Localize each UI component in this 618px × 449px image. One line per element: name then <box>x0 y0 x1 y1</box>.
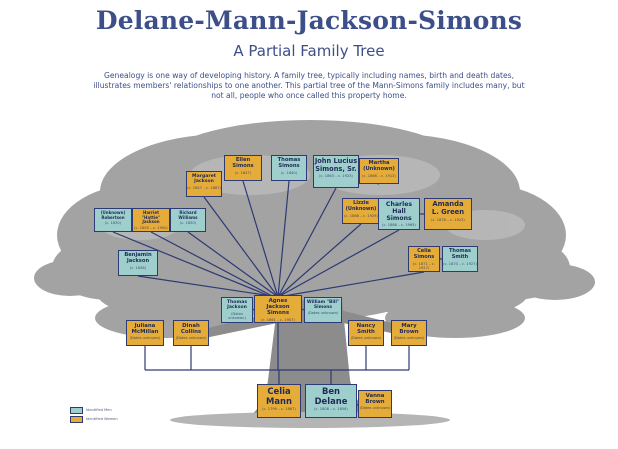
person-name: Richard Williams <box>178 210 198 220</box>
legend-swatch-women <box>70 416 83 423</box>
person-card-dinah: Dinah Collins(Dates unknown) <box>173 320 209 346</box>
legend-label-men: Identified Men <box>86 408 112 412</box>
legend-swatch-men <box>70 407 83 414</box>
person-name: Thomas Smith <box>449 248 471 260</box>
person-dates: (Dates unknown) <box>393 336 425 341</box>
person-dates: (Dates unknown) <box>175 336 207 341</box>
connector-margaret <box>203 196 279 298</box>
person-name: William "Bill" Simons <box>306 300 340 311</box>
person-dates: (c. 1848) <box>129 265 147 270</box>
person-dates: (c. 1861 – c. 1907) <box>261 317 295 322</box>
person-name: Ben Delane <box>314 386 348 406</box>
connector-line <box>301 308 305 311</box>
person-name: Juliana McMillan <box>131 323 159 336</box>
person-card-harriet: Harriet "Hattie" Jackson(c. 1855 – c. 19… <box>132 208 170 232</box>
person-dates: (c. 1878 – c. 1923) <box>431 217 465 222</box>
page-title: Delane-Mann-Jackson-Simons <box>95 6 523 35</box>
connector-lizzie <box>277 223 362 298</box>
connector-jls <box>277 187 337 298</box>
person-card-jls: John Lucius Simons, Sr.(c. 1863 – c. 192… <box>313 155 359 188</box>
person-dates: (c. 1871 – c. 1927) <box>412 261 435 270</box>
person-name: Celia Mann <box>266 386 292 406</box>
intro-paragraph: Genealogy is one way of developing histo… <box>93 71 525 101</box>
person-name: Nancy Smith <box>356 323 376 336</box>
person-card-vanna: Vanna Brown(Dates unknown) <box>358 390 392 418</box>
person-card-richard: Richard Williams(c. 1850) <box>170 208 206 232</box>
person-name: Ellen Simons <box>232 157 254 169</box>
person-card-mary: Mary Brown(Dates unknown) <box>391 320 427 346</box>
connector-harriet <box>150 231 275 298</box>
connector-ellen <box>242 180 279 298</box>
person-dates: (c. 1855 – c. 1900) <box>134 225 168 230</box>
person-dates: (Dates unknown) <box>307 311 339 316</box>
connector-charles <box>277 229 400 298</box>
person-card-cc: (Unknown) Robertson(c. 1830) <box>94 208 132 232</box>
person-dates: (c. 1847 – c. 1887) <box>187 185 221 190</box>
person-dates: (Dates unknown) <box>350 336 382 341</box>
person-card-agnes: Agnes Jackson Simons(c. 1861 – c. 1907) <box>254 295 302 323</box>
page-subtitle: A Partial Family Tree <box>233 42 385 60</box>
person-name: Harriet "Hattie" Jackson <box>141 210 161 225</box>
person-card-thomas-j: Thomas Jackson(Dates unknown) <box>221 297 253 323</box>
person-name: Dinah Collins <box>180 323 202 336</box>
person-card-ellen: Ellen Simons(c. 1847) <box>224 155 262 181</box>
person-name: Mary Brown <box>399 323 419 336</box>
person-card-william: William "Bill" Simons(Dates unknown) <box>304 297 342 323</box>
person-card-amanda: Amanda L. Green(c. 1878 – c. 1923) <box>424 198 472 230</box>
person-card-lizzie: Lizzie (Unknown)(c. 1868 – c. 1929) <box>342 198 380 224</box>
connector-celia_s <box>277 271 425 298</box>
person-name: Vanna Brown <box>365 393 385 406</box>
person-dates: (c. 1830) <box>104 221 122 226</box>
person-card-margaret: Margaret Jackson(c. 1847 – c. 1887) <box>186 171 222 197</box>
person-card-thomas: Thomas Simons(c. 1840) <box>271 155 307 181</box>
person-card-benjamin: Benjamin Jackson(c. 1848) <box>118 250 158 276</box>
connector-richard <box>187 231 279 298</box>
person-card-celia-s: Celia Simons(c. 1871 – c. 1927) <box>408 246 440 272</box>
person-name: Margaret Jackson <box>192 174 216 185</box>
person-dates: (Dates unknown) <box>228 311 246 320</box>
connector-benjamin <box>137 275 279 298</box>
person-name: Benjamin Jackson <box>124 252 152 264</box>
person-dates: (Dates unknown) <box>359 406 391 411</box>
person-name: Agnes Jackson Simons <box>266 298 290 317</box>
person-name: Celia Simons <box>413 248 435 260</box>
person-card-celia-m: Celia Mann(c. 1799 – c. 1867) <box>257 384 301 418</box>
person-name: Thomas Jackson <box>226 300 248 311</box>
person-name: Lizzie (Unknown) <box>345 200 377 212</box>
person-dates: (c. 1847) <box>234 170 252 175</box>
person-name: John Lucius Simons, Sr. <box>314 157 358 173</box>
person-name: Martha (Unknown) <box>363 160 395 172</box>
family-connectors <box>112 176 442 406</box>
person-dates: (c. 1799 – c. 1867) <box>262 407 296 412</box>
person-dates: (c. 1850) <box>179 221 197 226</box>
person-dates: (c. 1808 – c. 1856) <box>314 407 348 412</box>
person-card-ben: Ben Delane(c. 1808 – c. 1856) <box>305 384 357 418</box>
person-dates: (c. 1866 – c. 1913) <box>362 173 396 178</box>
person-card-thomas-smith: Thomas Smith(c. 1870 – c. 1927) <box>442 246 478 272</box>
person-card-nancy: Nancy Smith(Dates unknown) <box>348 320 384 346</box>
legend-label-women: Identified Women <box>86 417 118 421</box>
person-dates: (c. 1863 – c. 1923) <box>319 174 353 179</box>
person-card-juliana: Juliana McMillan(Dates unknown) <box>126 320 164 346</box>
connector-thomas <box>277 180 290 298</box>
person-dates: (Dates unknown) <box>129 336 161 341</box>
person-name: Charles Hall Simons <box>385 201 413 223</box>
person-dates: (c. 1870 – c. 1927) <box>443 261 477 266</box>
person-dates: (c. 1868 – c. 1929) <box>344 213 378 218</box>
person-card-martha: Martha (Unknown)(c. 1866 – c. 1913) <box>359 158 399 184</box>
person-name: (Unknown) Robertson <box>100 210 126 220</box>
person-dates: (c. 1840) <box>280 170 298 175</box>
connector-cc <box>112 231 273 298</box>
person-name: Thomas Simons <box>277 157 301 169</box>
connector-line <box>252 308 255 311</box>
person-card-charles: Charles Hall Simons(c. 1886 – c. 1965) <box>378 198 420 230</box>
person-name: Amanda L. Green <box>431 200 465 216</box>
person-dates: (c. 1886 – c. 1965) <box>382 223 416 228</box>
